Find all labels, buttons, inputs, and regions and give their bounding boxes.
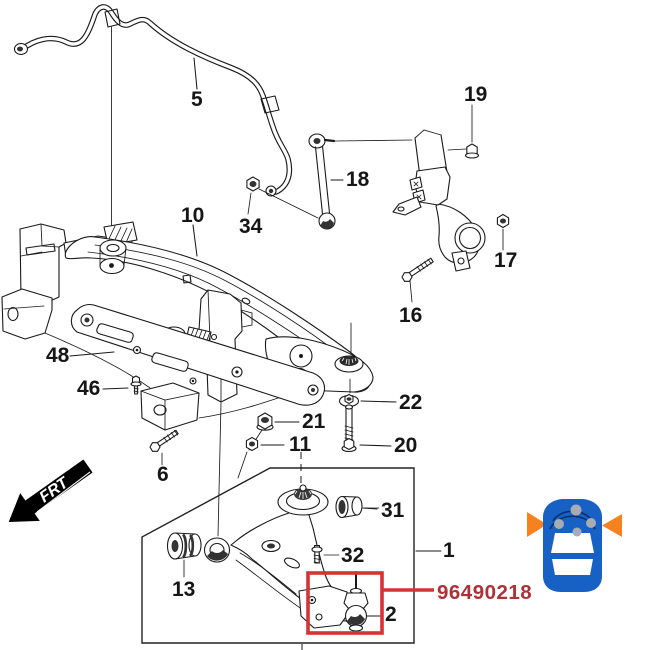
stabilizer-bar-part: [13, 4, 293, 268]
suspension-dot: [586, 518, 596, 528]
locator-arrow-right-icon: [602, 514, 622, 537]
callout-31: 31: [381, 499, 405, 522]
callout-11: 11: [289, 433, 312, 456]
stabilizer-link-part: [258, 133, 413, 230]
highlight-box: [306, 571, 384, 635]
callout-13: 13: [172, 578, 195, 601]
car-locator-icon[interactable]: [527, 499, 622, 592]
washer-22-part: [338, 393, 360, 408]
callouts: 5 19 18 34 10 17 16 48 46 22 21 11 20 6 …: [46, 83, 517, 626]
bolt-6-part: [149, 429, 179, 466]
nut-11-part: [237, 436, 259, 479]
suspension-dot: [572, 527, 582, 537]
callout-10: 10: [181, 204, 204, 227]
callout-6: 6: [157, 463, 169, 486]
nut-21-part: [248, 412, 274, 451]
bolt-46-part: [130, 375, 142, 395]
bushing-13-part: [166, 532, 202, 578]
frt-arrow-icon: FRT: [8, 459, 93, 522]
callout-46: 46: [77, 377, 100, 400]
callout-20: 20: [394, 434, 417, 457]
bar-clamp: [104, 8, 121, 28]
callout-5: 5: [191, 88, 203, 111]
bolt-16-part: [401, 257, 434, 303]
bushing-31-part: [335, 495, 380, 519]
leader-lines: [69, 57, 442, 617]
callout-1: 1: [443, 539, 455, 562]
strut-part: [414, 104, 480, 180]
callout-34: 34: [239, 215, 263, 238]
callout-21: 21: [302, 410, 326, 433]
bar-clamp: [260, 95, 280, 114]
callout-18: 18: [346, 168, 370, 191]
inset-box: [141, 402, 415, 650]
knuckle-part: [392, 166, 486, 272]
car-rear-window: [552, 559, 593, 575]
callout-32: 32: [341, 544, 364, 567]
control-arm-part: [203, 484, 360, 629]
brace-part: [70, 304, 326, 406]
suspension-dot: [554, 519, 564, 529]
ball-joint-part: [343, 571, 369, 632]
bolt-32-part: [311, 544, 340, 564]
highlight-group: 96490218: [306, 571, 532, 635]
callout-16: 16: [399, 304, 422, 327]
car-windshield: [551, 533, 594, 553]
callout-17: 17: [494, 249, 517, 272]
nut-34-part: [246, 176, 260, 215]
part-number-link[interactable]: 96490218: [437, 581, 532, 604]
nut-17-part: [496, 213, 510, 251]
callout-22: 22: [399, 391, 422, 414]
suspension-dot: [570, 504, 582, 516]
callout-19: 19: [464, 83, 487, 106]
locator-arrow-left-icon: [527, 512, 547, 537]
bolt-20-part: [341, 404, 357, 453]
callout-2: 2: [385, 603, 397, 626]
callout-48: 48: [46, 344, 70, 367]
